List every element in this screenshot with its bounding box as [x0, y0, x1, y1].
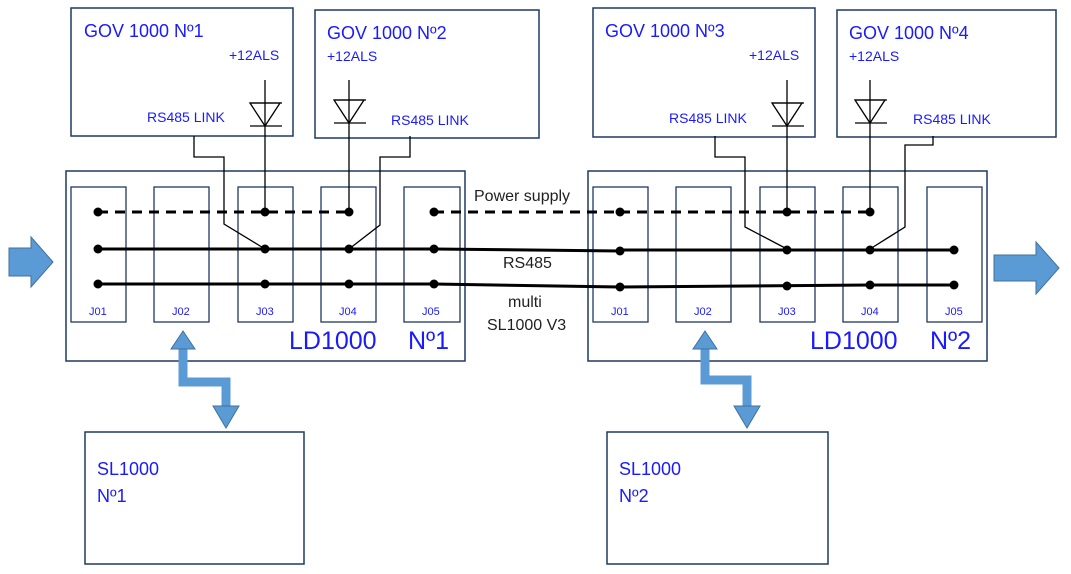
- als-label: +12ALS: [749, 47, 799, 63]
- diode-icon: [770, 80, 804, 212]
- link-label: RS485 LINK: [913, 111, 991, 127]
- rs485-link-wire: [348, 136, 411, 250]
- ld-number: Nº1: [408, 327, 449, 355]
- slot-label: J01: [611, 306, 629, 318]
- diode-icon: [248, 80, 282, 212]
- ld-name: LD1000: [810, 327, 898, 355]
- rs485-link-wire: [193, 136, 266, 250]
- slot-j02: [153, 186, 210, 323]
- output-arrow-icon: [993, 240, 1060, 296]
- als-label: +12ALS: [327, 48, 377, 64]
- rs485-label: RS485: [503, 255, 552, 272]
- gov-unit-1: GOV 1000 Nº1 +12ALS RS485 LINK: [70, 7, 294, 137]
- sl-number: Nº2: [619, 486, 649, 506]
- multi-label-2: SL1000 V3: [487, 317, 566, 334]
- slot-j02: [675, 186, 732, 323]
- ld-name: LD1000: [289, 327, 377, 355]
- gov-unit-4: GOV 1000 Nº4 +12ALS RS485 LINK: [836, 9, 1057, 138]
- sl-number: Nº1: [97, 486, 127, 506]
- link-label: RS485 LINK: [391, 112, 469, 128]
- slot-j01: [70, 186, 127, 323]
- gov-unit-2: GOV 1000 Nº2 +12ALS RS485 LINK: [314, 9, 540, 139]
- input-arrow-icon: [8, 235, 54, 289]
- gov-title: GOV 1000 Nº1: [84, 21, 204, 41]
- link-label: RS485 LINK: [147, 109, 225, 125]
- slot-label: J03: [256, 306, 274, 318]
- gov-title: GOV 1000 Nº3: [605, 21, 725, 41]
- link-arrow-icon: [170, 330, 240, 429]
- slot-label: J02: [694, 306, 712, 318]
- power-supply-label: Power supply: [474, 188, 570, 205]
- slot-label: J05: [422, 306, 440, 318]
- slot-label: J01: [89, 306, 107, 318]
- slot-j05: [403, 186, 461, 323]
- multi-label: multi: [508, 294, 542, 311]
- multi-bus-line: [433, 282, 621, 289]
- slot-label: J05: [945, 306, 963, 318]
- slot-label: J04: [339, 306, 357, 318]
- slot-label: J03: [778, 306, 796, 318]
- sl-title: SL1000: [97, 459, 159, 479]
- multi-bus-line: [619, 283, 871, 289]
- slot-label: J02: [172, 306, 190, 318]
- rs485-link-wire: [869, 136, 934, 250]
- gov-title: GOV 1000 Nº4: [849, 23, 969, 43]
- diode-icon: [332, 80, 366, 212]
- slot-j05: [926, 186, 983, 323]
- bus-junction-dots: [93, 207, 959, 292]
- slot-label: J04: [861, 306, 879, 318]
- als-label: +12ALS: [849, 48, 899, 64]
- link-label: RS485 LINK: [669, 110, 747, 126]
- ld-number: Nº2: [930, 327, 971, 355]
- rs485-link-wire: [714, 136, 788, 250]
- gov-title: GOV 1000 Nº2: [327, 23, 447, 43]
- link-arrow-icon: [692, 330, 761, 429]
- sl-unit-1: SL1000 Nº1: [84, 431, 305, 565]
- gov-unit-3: GOV 1000 Nº3 +12ALS RS485 LINK: [592, 7, 816, 138]
- als-label: +12ALS: [229, 47, 279, 63]
- sl-unit-2: SL1000 Nº2: [606, 431, 829, 565]
- diode-icon: [853, 80, 887, 212]
- sl-title: SL1000: [619, 459, 681, 479]
- rs485-bus-line: [433, 247, 621, 253]
